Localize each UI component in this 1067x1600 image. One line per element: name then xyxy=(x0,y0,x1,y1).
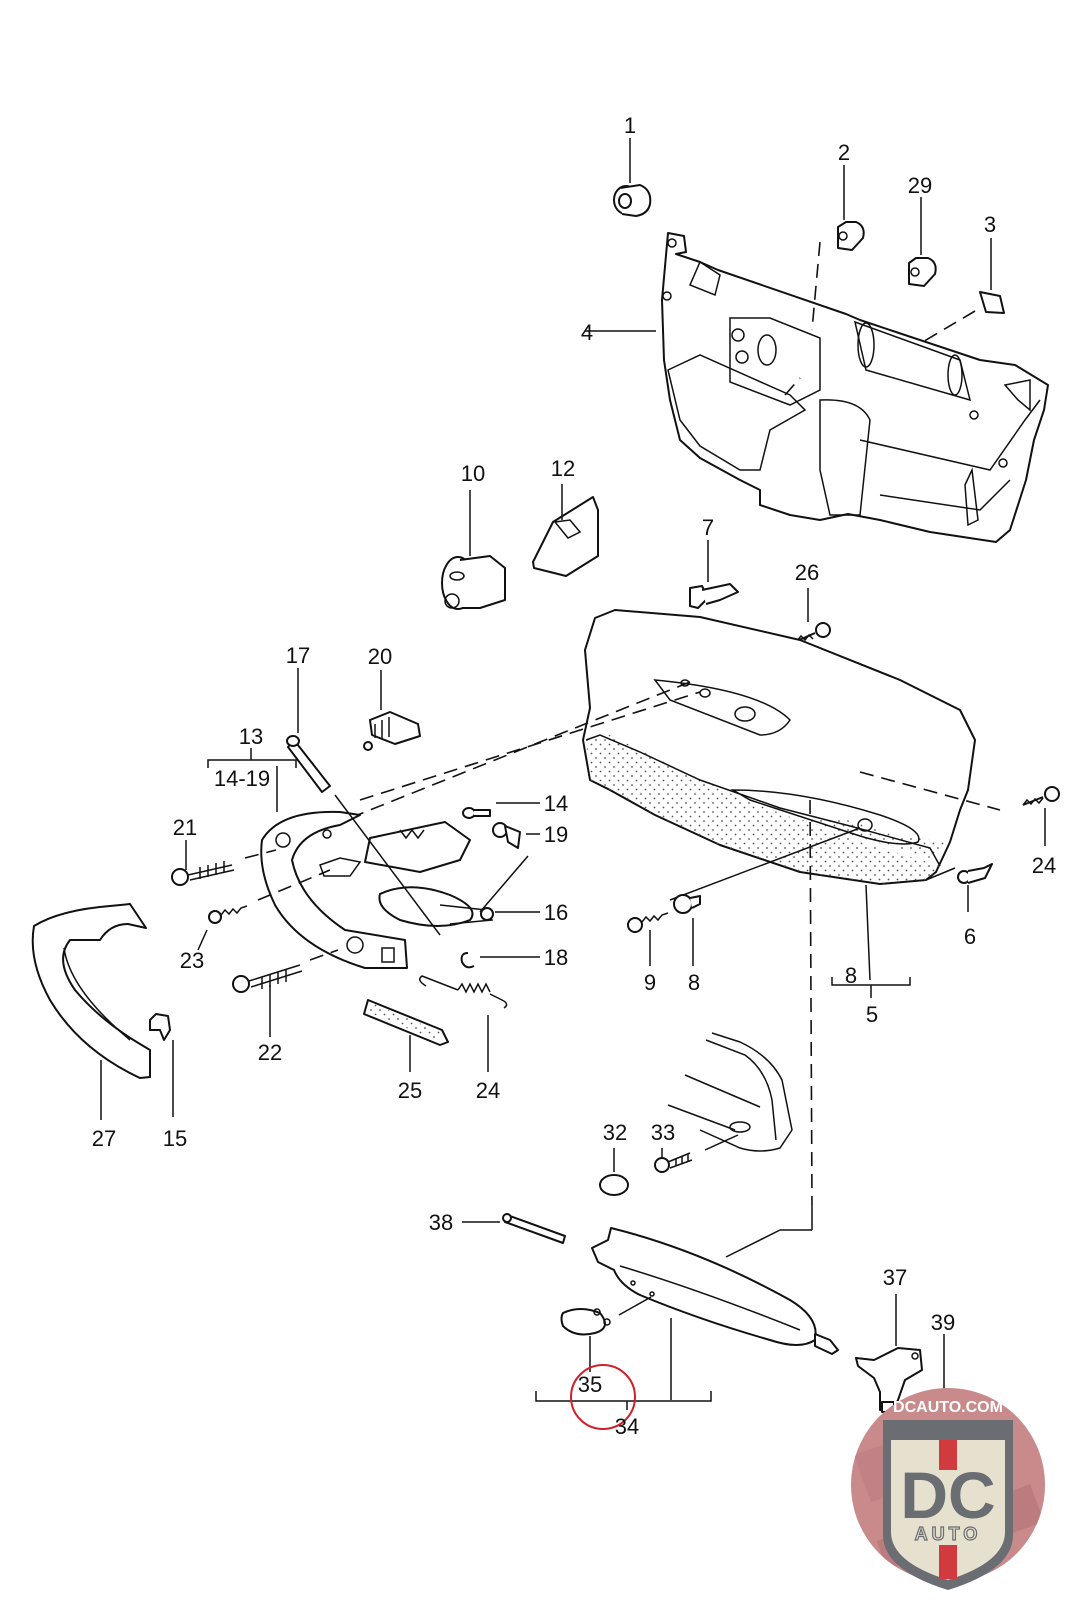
part-37-lever[interactable] xyxy=(855,1294,923,1413)
label-14-19[interactable]: 14-19 xyxy=(214,766,270,791)
part-2-clip[interactable] xyxy=(837,165,865,251)
label-22[interactable]: 22 xyxy=(258,1040,282,1065)
label-21[interactable]: 21 xyxy=(173,815,197,840)
label-24-right[interactable]: 24 xyxy=(1032,853,1056,878)
label-14[interactable]: 14 xyxy=(544,791,568,816)
part-32-cap[interactable] xyxy=(599,1148,629,1196)
label-10[interactable]: 10 xyxy=(461,461,485,486)
label-34[interactable]: 34 xyxy=(615,1414,639,1439)
dc-auto-watermark-logo: DCAUTO.COM DC AUTO xyxy=(851,1388,1045,1590)
part-33-bolt[interactable] xyxy=(654,1134,739,1173)
label-35[interactable]: 35 xyxy=(578,1372,602,1397)
part-27-handle-trim[interactable] xyxy=(31,903,151,1120)
label-25[interactable]: 25 xyxy=(398,1078,422,1103)
label-12[interactable]: 12 xyxy=(551,456,575,481)
part-5-door-trim-panel[interactable] xyxy=(329,609,1001,1206)
callout-labels: 1 2 29 3 4 10 12 7 26 17 20 13 14-19 14 … xyxy=(92,113,1056,1439)
part-13-handle-assembly[interactable] xyxy=(207,748,494,969)
label-33[interactable]: 33 xyxy=(651,1120,675,1145)
part-23-screw[interactable] xyxy=(197,869,331,951)
part-20-bumper[interactable] xyxy=(363,670,421,751)
label-8-bracket[interactable]: 8 xyxy=(845,963,857,988)
label-38[interactable]: 38 xyxy=(429,1210,453,1235)
part-9-screw[interactable] xyxy=(627,912,669,966)
part-24-spring[interactable] xyxy=(419,975,508,1072)
label-7[interactable]: 7 xyxy=(702,515,714,540)
label-5[interactable]: 5 xyxy=(866,1002,878,1027)
label-8-clip[interactable]: 8 xyxy=(688,970,700,995)
part-4-door-carrier[interactable] xyxy=(585,232,1049,543)
label-23[interactable]: 23 xyxy=(180,948,204,973)
part-15-clip[interactable] xyxy=(149,1013,174,1117)
part-1-grommet[interactable] xyxy=(613,138,652,217)
part-22-bolt[interactable] xyxy=(232,949,339,1037)
part-35-gasket[interactable] xyxy=(535,1296,712,1410)
label-27[interactable]: 27 xyxy=(92,1126,116,1151)
label-1[interactable]: 1 xyxy=(624,113,636,138)
label-39[interactable]: 39 xyxy=(931,1310,955,1335)
label-2[interactable]: 2 xyxy=(838,140,850,165)
label-4[interactable]: 4 xyxy=(581,320,593,345)
label-16[interactable]: 16 xyxy=(544,900,568,925)
label-15[interactable]: 15 xyxy=(163,1126,187,1151)
label-3[interactable]: 3 xyxy=(984,212,996,237)
label-24-spring[interactable]: 24 xyxy=(476,1078,500,1103)
part-26-screw[interactable] xyxy=(796,588,831,642)
label-9[interactable]: 9 xyxy=(644,970,656,995)
part-21-bolt[interactable] xyxy=(171,840,277,886)
label-29[interactable]: 29 xyxy=(908,173,932,198)
part-25-pad[interactable] xyxy=(363,999,449,1072)
part-38-pin[interactable] xyxy=(462,1213,566,1244)
highlight-circle-34 xyxy=(570,1364,636,1430)
part-18-clip[interactable] xyxy=(460,952,540,969)
label-13[interactable]: 13 xyxy=(239,724,263,749)
part-34-outer-handle[interactable] xyxy=(591,1205,839,1400)
label-18[interactable]: 18 xyxy=(544,945,568,970)
part-7-fastener[interactable] xyxy=(689,540,739,609)
label-20[interactable]: 20 xyxy=(368,644,392,669)
label-17[interactable]: 17 xyxy=(286,643,310,668)
logo-shield-field xyxy=(891,1440,1005,1580)
part-29-clip[interactable] xyxy=(908,197,937,287)
part-10-switch[interactable] xyxy=(441,490,506,610)
part-12-cover[interactable] xyxy=(532,484,599,577)
logo-mark-text: DC xyxy=(900,1458,995,1532)
label-6[interactable]: 6 xyxy=(964,924,976,949)
logo-site-text: DCAUTO.COM xyxy=(893,1399,1003,1416)
part-24-screw-right[interactable] xyxy=(1022,786,1060,846)
label-37[interactable]: 37 xyxy=(883,1265,907,1290)
part-16-clip[interactable] xyxy=(480,907,540,921)
label-19[interactable]: 19 xyxy=(544,822,568,847)
part-17-pin[interactable] xyxy=(286,668,441,936)
logo-sub-text: AUTO xyxy=(915,1524,982,1544)
part-8-clip[interactable] xyxy=(673,894,701,966)
part-19-bushing[interactable] xyxy=(479,822,540,913)
door-outer-panel xyxy=(667,1032,793,1152)
part-6-clip[interactable] xyxy=(957,863,993,912)
label-26[interactable]: 26 xyxy=(795,560,819,585)
part-14-pin[interactable] xyxy=(462,802,540,819)
label-32[interactable]: 32 xyxy=(603,1120,627,1145)
